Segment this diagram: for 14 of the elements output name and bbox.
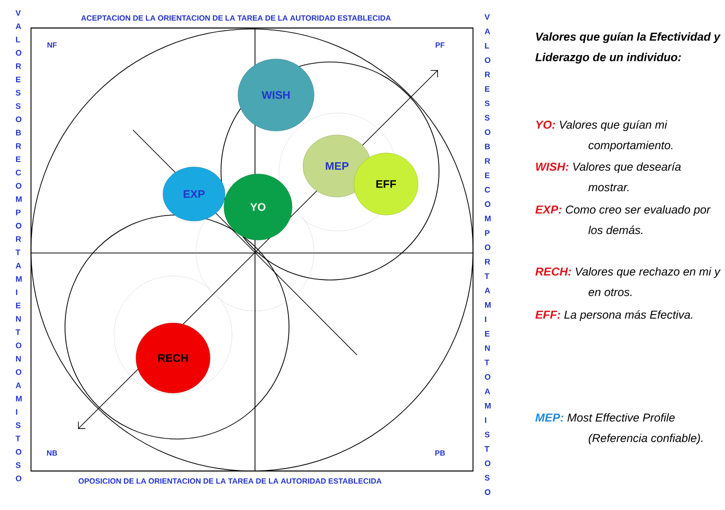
legend-entry: EFF: La persona más Efectiva. xyxy=(535,310,692,322)
sphere: WISH xyxy=(238,58,314,132)
legend-entry: WISH: Valores que desearía mostrar. xyxy=(536,162,681,192)
legend-entry: MEP: Most Effective Profile (Referencia confiable). xyxy=(535,413,702,444)
sphere: YO xyxy=(224,174,292,240)
legend-title: Valores que guían la Efectividad y Liderazgo de un individuo: xyxy=(535,32,721,64)
vertical-caption: VALORES SOBRE COMPORTAMIENTO NO AMISTOSO xyxy=(16,10,22,482)
legend-entry: YO: Valores que guían mi comportamiento. xyxy=(536,120,672,152)
legend-entry: RECH: Valores que rechazo en mi y en otros. xyxy=(535,267,721,296)
legend-entry: EXP: Como creo ser evaluado por los demás. xyxy=(535,205,711,234)
sphere: EFF xyxy=(354,152,418,216)
vertical-caption: VALORES SOBRE COMPORTAMIENTO AMISTOSO xyxy=(484,14,491,495)
sphere: EXP xyxy=(162,166,226,222)
sphere: RECH xyxy=(136,322,210,394)
